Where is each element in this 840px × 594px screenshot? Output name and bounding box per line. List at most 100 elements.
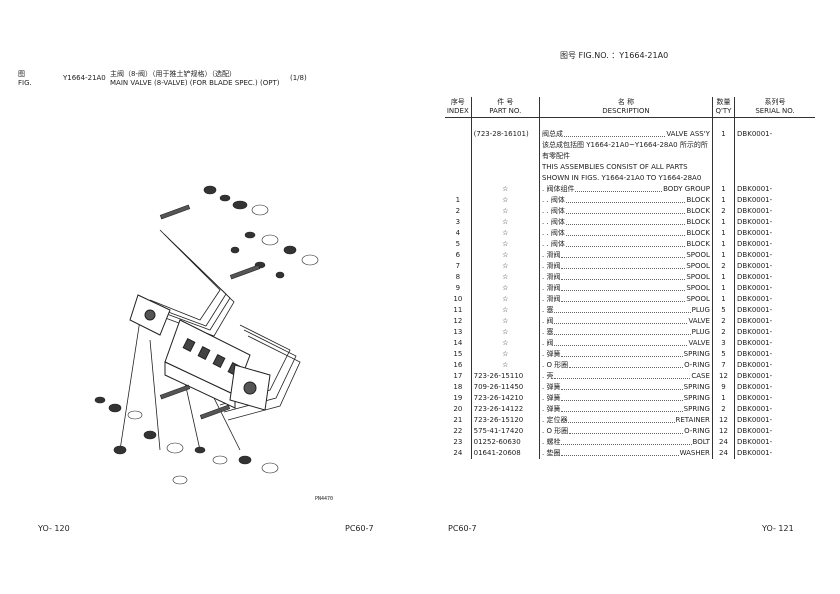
row-serial: DBK0001- bbox=[737, 404, 773, 413]
row-part: ☆ bbox=[471, 304, 541, 316]
row-part: 723-26-15120 bbox=[471, 414, 541, 426]
row-desc-cn: . 塞 bbox=[542, 305, 554, 314]
row-index: 8 bbox=[445, 271, 472, 283]
row-qty: 24 bbox=[712, 447, 736, 459]
row-qty: 1 bbox=[712, 271, 736, 283]
row-part: ☆ bbox=[471, 216, 541, 228]
row-part: ☆ bbox=[471, 194, 541, 206]
row-qty: 2 bbox=[712, 260, 736, 272]
row-part: ☆ bbox=[471, 337, 541, 349]
row-serial: DBK0001- bbox=[737, 228, 773, 237]
row-desc-en: BOLT bbox=[692, 437, 710, 446]
row-desc-cn: . 滑阀 bbox=[542, 283, 561, 292]
row-desc-cn: . 壳 bbox=[542, 371, 554, 380]
row-part: 01252-60630 bbox=[471, 436, 541, 448]
row-index: 20 bbox=[445, 403, 472, 415]
row-index: 17 bbox=[445, 370, 472, 382]
row-desc-en: BLOCK bbox=[686, 239, 710, 248]
diagram-code: PN4470 bbox=[315, 496, 333, 502]
row-qty: 12 bbox=[712, 370, 736, 382]
row-qty: 5 bbox=[712, 304, 736, 316]
row-serial: DBK0001- bbox=[737, 349, 773, 358]
row-desc-en: SPRING bbox=[683, 382, 710, 391]
row-desc-cn: . 弹簧 bbox=[542, 382, 561, 391]
row-part: 723-26-14210 bbox=[471, 392, 541, 404]
row-part: ☆ bbox=[471, 315, 541, 327]
row-desc-cn: . 弹簧 bbox=[542, 349, 561, 358]
row-part: ☆ bbox=[471, 348, 541, 360]
assembly-row bbox=[445, 117, 815, 129]
row-desc-en: BODY GROUP bbox=[663, 184, 710, 193]
row-index: 22 bbox=[445, 425, 472, 437]
row-index bbox=[445, 183, 472, 195]
row-index: 6 bbox=[445, 249, 472, 261]
row-desc-en: SPOOL bbox=[686, 261, 710, 270]
row-desc-cn: . 阀 bbox=[542, 338, 554, 347]
row-index: 2 bbox=[445, 205, 472, 217]
assembly-part: (723-28-16101) bbox=[471, 128, 541, 140]
row-part: ☆ bbox=[471, 282, 541, 294]
row-desc-cn: . 定位器 bbox=[542, 415, 568, 424]
row-desc-en: BLOCK bbox=[686, 206, 710, 215]
fig-number: Y1664-21A0 bbox=[63, 74, 106, 82]
row-serial: DBK0001- bbox=[737, 371, 773, 380]
left-page-number: YO- 120 bbox=[38, 524, 70, 533]
row-desc-cn: . 塞 bbox=[542, 327, 554, 336]
row-qty: 1 bbox=[712, 249, 736, 261]
row-part: ☆ bbox=[471, 359, 541, 371]
row-serial: DBK0001- bbox=[737, 195, 773, 204]
row-serial: DBK0001- bbox=[737, 316, 773, 325]
fig-no: 图号 FIG.NO. ：Y1664-21A0 bbox=[560, 51, 669, 60]
title-en: MAIN VALVE (8-VALVE) (FOR BLADE SPEC.) (… bbox=[110, 79, 280, 87]
figure-title: 主阀（8-阀）（用于推土铲规格）（选配） MAIN VALVE (8-VALVE… bbox=[110, 70, 279, 88]
row-part: ☆ bbox=[471, 183, 541, 195]
row-desc-en: O-RING bbox=[684, 360, 710, 369]
row-index: 13 bbox=[445, 326, 472, 338]
row-index: 12 bbox=[445, 315, 472, 327]
row-index: 11 bbox=[445, 304, 472, 316]
row-qty: 1 bbox=[712, 216, 736, 228]
row-serial: DBK0001- bbox=[737, 272, 773, 281]
row-qty: 1 bbox=[712, 227, 736, 239]
row-qty: 1 bbox=[712, 238, 736, 250]
row-desc-en: SPRING bbox=[683, 393, 710, 402]
row-desc-cn: . 弹簧 bbox=[542, 404, 561, 413]
row-serial: DBK0001- bbox=[737, 184, 773, 193]
title-cn: 主阀（8-阀）（用于推土铲规格）（选配） bbox=[110, 70, 236, 78]
row-description: . 弹簧 SPRING bbox=[539, 392, 713, 404]
row-description: . 弹簧 SPRING bbox=[539, 348, 713, 360]
row-qty: 24 bbox=[712, 436, 736, 448]
row-serial: DBK0001- bbox=[737, 294, 773, 303]
row-serial: DBK0001- bbox=[737, 250, 773, 259]
row-part: 01641-20608 bbox=[471, 447, 541, 459]
row-part: ☆ bbox=[471, 227, 541, 239]
row-desc-en: O-RING bbox=[684, 426, 710, 435]
row-part: ☆ bbox=[471, 260, 541, 272]
row-qty: 1 bbox=[712, 183, 736, 195]
row-desc-en: SPRING bbox=[683, 349, 710, 358]
row-qty: 7 bbox=[712, 359, 736, 371]
row-qty: 12 bbox=[712, 414, 736, 426]
row-desc-cn: . 弹簧 bbox=[542, 393, 561, 402]
row-part: 709-26-11450 bbox=[471, 381, 541, 393]
row-qty: 1 bbox=[712, 392, 736, 404]
row-desc-en: PLUG bbox=[691, 305, 710, 314]
